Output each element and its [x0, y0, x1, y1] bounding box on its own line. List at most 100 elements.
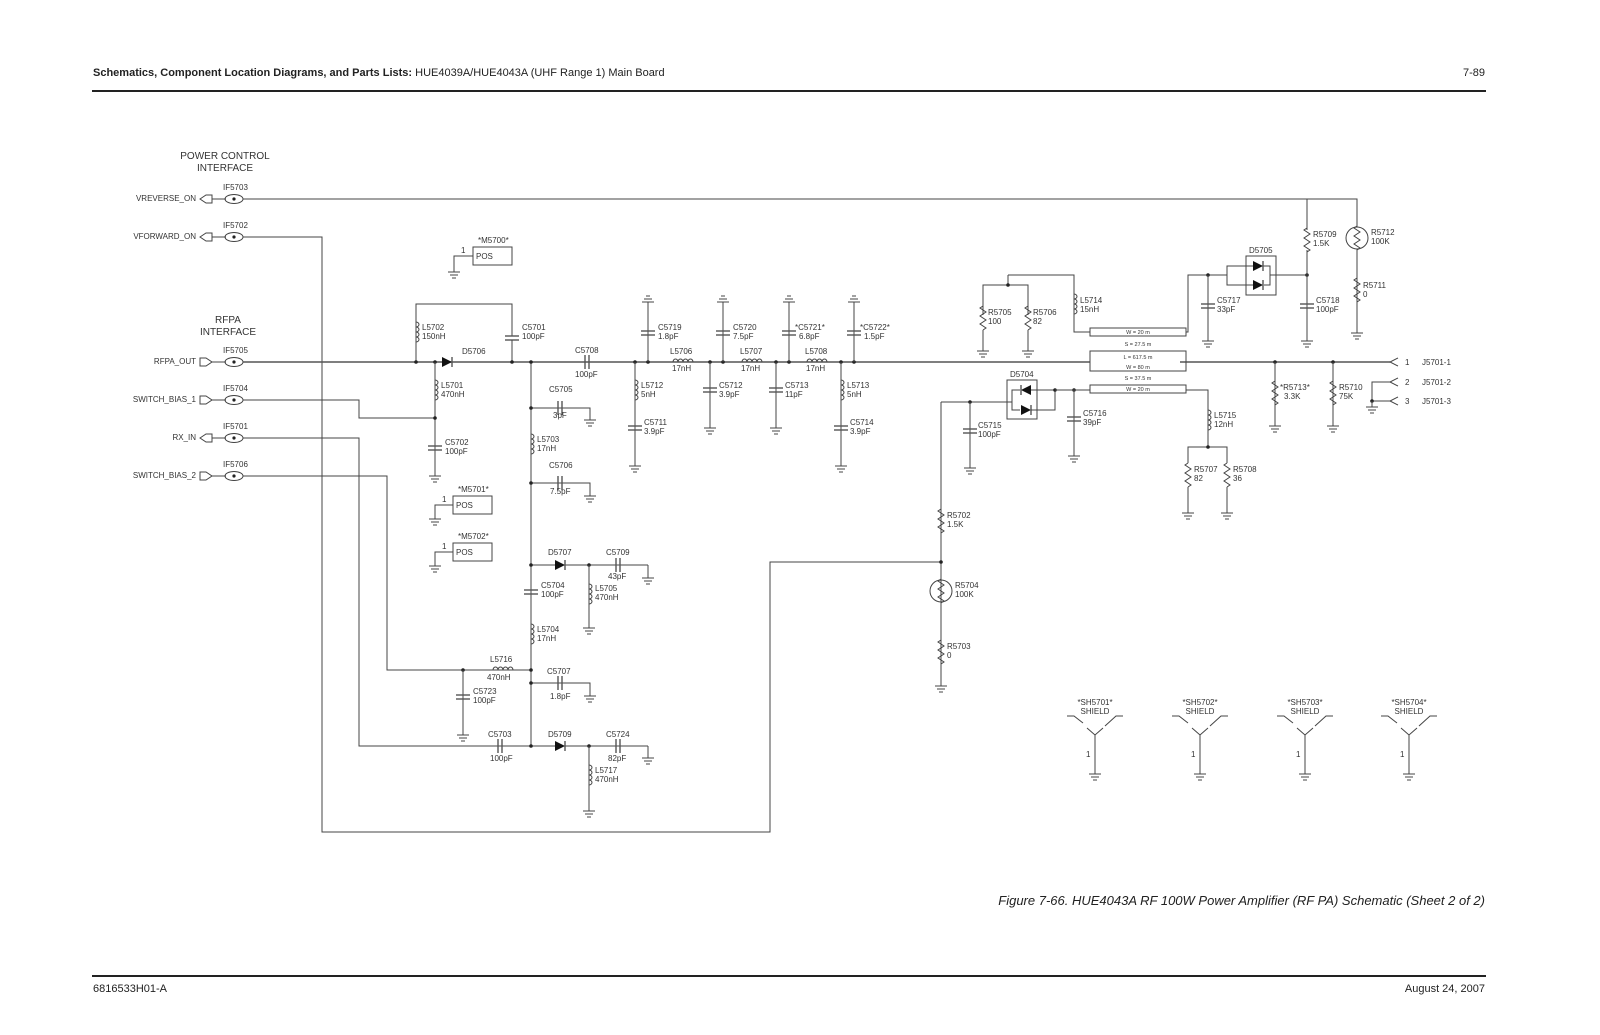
c5707: C5707 1.8pF — [547, 667, 571, 701]
connector-ref: J5701-3 — [1422, 397, 1451, 406]
ref: L5701 — [441, 381, 464, 390]
port-ref: IF5705 — [223, 346, 248, 355]
ref: C5724 — [606, 730, 630, 739]
value: 11pF — [785, 390, 803, 399]
value: 17nH — [806, 364, 825, 373]
value: 6.8pF — [799, 332, 820, 341]
ref: R5710 — [1339, 383, 1363, 392]
r5706: R5706 82 — [1024, 305, 1057, 331]
ref: L5717 — [595, 766, 618, 775]
header-rule — [92, 90, 1486, 92]
port-signal: VREVERSE_ON — [136, 194, 196, 203]
ref: L5708 — [805, 347, 828, 356]
ref: R5705 — [988, 308, 1012, 317]
c5709: C5709 43pF — [606, 548, 630, 581]
coupler-s-lower: S = 37.5 m — [1125, 376, 1152, 382]
directional-coupler: W = 20 m S = 27.5 m L = 617.5 m W = 80 m… — [1089, 327, 1187, 394]
ref: R5706 — [1033, 308, 1057, 317]
port-switch-bias-2: SWITCH_BIAS_2 IF5706 — [133, 460, 248, 481]
connector-pin: 3 — [1405, 397, 1410, 406]
port-signal: RFPA_OUT — [154, 357, 196, 366]
c5708: C5708 100pF — [575, 346, 599, 379]
value: 1.5pF — [864, 332, 885, 341]
value: 82pF — [608, 754, 626, 763]
c5724: C5724 82pF — [606, 730, 630, 763]
shield-label: SHIELD — [1186, 707, 1215, 716]
c5701: C5701 100pF — [504, 323, 546, 341]
l5702: L5702 150nH — [415, 321, 446, 343]
value: 1.5K — [947, 520, 964, 529]
value: 0 — [947, 651, 952, 660]
shield-sh5704: *SH5704* SHIELD 1 — [1381, 698, 1437, 781]
value: 470nH — [487, 673, 511, 682]
ref: *R5713* — [1280, 383, 1310, 392]
ref: L5714 — [1080, 296, 1103, 305]
connector-j5701: 1 J5701-1 2 J5701-2 3 J5701-3 — [1365, 357, 1451, 414]
power-control-title-2: INTERFACE — [197, 163, 253, 174]
ref: C5702 — [445, 438, 469, 447]
connector-pin: 1 — [1405, 358, 1410, 367]
port-ref: IF5702 — [223, 221, 248, 230]
port-ref: IF5703 — [223, 183, 248, 192]
port-ref: IF5706 — [223, 460, 248, 469]
ref: C5708 — [575, 346, 599, 355]
mount-pin: 1 — [442, 495, 447, 504]
value: 3pF — [553, 411, 567, 420]
header-title-rest: HUE4039A/HUE4043A (UHF Range 1) Main Boa… — [412, 67, 665, 79]
ref: R5703 — [947, 642, 971, 651]
c5712: C5712 3.9pF — [702, 381, 743, 399]
r5707: R5707 82 — [1184, 462, 1218, 488]
shield-sh5703: *SH5703* SHIELD 1 — [1277, 698, 1333, 781]
ref: C5720 — [733, 323, 757, 332]
value: 3.9pF — [850, 427, 871, 436]
port-vreverse-on: VREVERSE_ON IF5703 — [136, 183, 248, 204]
value: 100pF — [445, 447, 468, 456]
r5702: R5702 1.5K — [937, 508, 971, 534]
mount-m5700: *M5700* POS 1 — [447, 236, 513, 279]
c5721: *C5721* 6.8pF — [781, 323, 825, 341]
ref: L5703 — [537, 435, 560, 444]
value: 100K — [1371, 237, 1390, 246]
ref: L5712 — [641, 381, 664, 390]
doc-date: August 24, 2007 — [1404, 983, 1485, 995]
port-switch-bias-1: SWITCH_BIAS_1 IF5704 — [133, 384, 248, 405]
ref: L5704 — [537, 625, 560, 634]
l5704: L5704 17nH — [530, 623, 560, 645]
page-number: 7-89 — [1462, 67, 1485, 79]
value: 17nH — [537, 634, 556, 643]
value: 100 — [988, 317, 1002, 326]
coupler-s-upper: S = 27.5 m — [1125, 342, 1152, 348]
port-signal: VFORWARD_ON — [133, 232, 196, 241]
l5713: L5713 5nH — [840, 379, 870, 401]
shield-pin: 1 — [1086, 750, 1091, 759]
ref: R5708 — [1233, 465, 1257, 474]
value: 0 — [1363, 290, 1368, 299]
ref: D5706 — [462, 347, 486, 356]
value: 100pF — [541, 590, 564, 599]
connector-ref: J5701-2 — [1422, 378, 1451, 387]
ref: C5718 — [1316, 296, 1340, 305]
port-signal: SWITCH_BIAS_1 — [133, 395, 197, 404]
c5717: C5717 33pF — [1200, 296, 1241, 314]
value: 100pF — [522, 332, 545, 341]
value: 7.5pF — [550, 487, 571, 496]
shield-label: SHIELD — [1081, 707, 1110, 716]
value: 100pF — [978, 430, 1001, 439]
value: 100pF — [473, 696, 496, 705]
r5713: *R5713* 3.3K — [1271, 380, 1310, 406]
l5708: L5708 17nH — [805, 347, 828, 373]
ref: R5702 — [947, 511, 971, 520]
mount-ref: *M5701* — [458, 485, 489, 494]
r5705: R5705 100 — [979, 305, 1012, 331]
ref: C5719 — [658, 323, 682, 332]
c5720: C5720 7.5pF — [715, 323, 757, 341]
shield-sh5701: *SH5701* SHIELD 1 — [1067, 698, 1123, 781]
mount-m5701: *M5701* POS 1 — [428, 485, 493, 526]
ref: C5709 — [606, 548, 630, 557]
r5703: R5703 0 — [937, 639, 971, 665]
value: 100K — [955, 590, 974, 599]
value: 1.8pF — [658, 332, 679, 341]
c5703: C5703 100pF — [488, 730, 513, 763]
r5704-thermistor: R5704 100K — [929, 578, 979, 604]
ref: C5713 — [785, 381, 809, 390]
